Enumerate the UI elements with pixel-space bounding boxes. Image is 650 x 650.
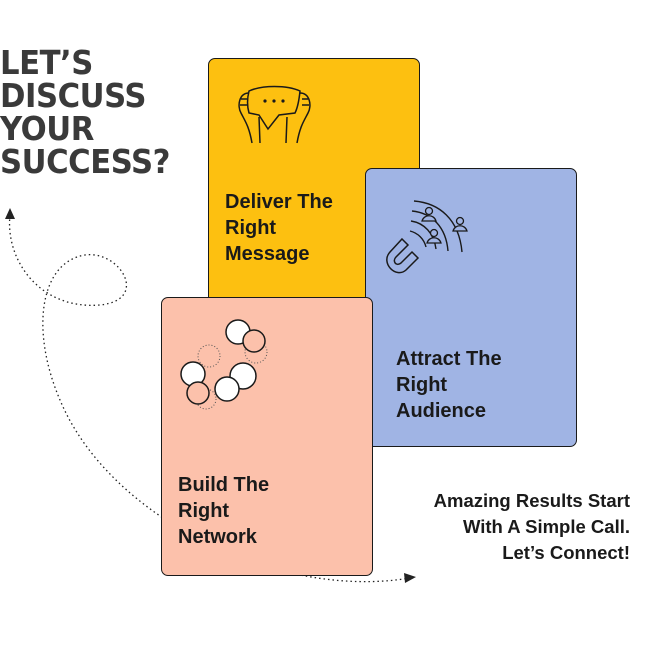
card-label-line: Audience	[396, 400, 487, 422]
card-label: Deliver The Right Message	[225, 189, 333, 267]
cta-line: With A Simple Call.	[462, 516, 630, 537]
card-label-line: Build The	[178, 474, 270, 496]
card-label-line: Message	[225, 243, 310, 265]
headline-line: SUCCESS?	[0, 142, 170, 181]
card-label: Attract The Right Audience	[396, 346, 502, 424]
headline: LET’S DISCUSS YOUR SUCCESS?	[0, 46, 183, 178]
cta-line: Let’s Connect!	[502, 542, 630, 563]
cta-line: Amazing Results Start	[433, 490, 630, 511]
call-to-action: Amazing Results Start With A Simple Call…	[434, 488, 630, 566]
card-label: Build The Right Network	[178, 472, 269, 550]
card-build-network: Build The Right Network	[161, 297, 373, 576]
arrow-head-up-icon	[5, 208, 15, 219]
headline-line: DISCUSS	[0, 76, 147, 115]
connected-speech-bubbles-icon	[180, 319, 268, 410]
card-label-line: Network	[178, 526, 257, 548]
card-label-line: Attract The	[396, 348, 502, 370]
card-label-line: Right	[396, 374, 448, 396]
headline-line: YOUR	[0, 109, 94, 148]
hands-holding-speech-bubble-icon	[238, 85, 311, 144]
card-label-line: Right	[178, 500, 230, 522]
arrow-head-right-icon	[404, 573, 416, 583]
headline-line: LET’S	[0, 43, 93, 82]
card-label-line: Deliver The	[225, 191, 333, 213]
magnet-attracting-people-icon	[386, 200, 468, 274]
card-attract-audience: Attract The Right Audience	[365, 168, 577, 447]
card-label-line: Right	[225, 217, 277, 239]
